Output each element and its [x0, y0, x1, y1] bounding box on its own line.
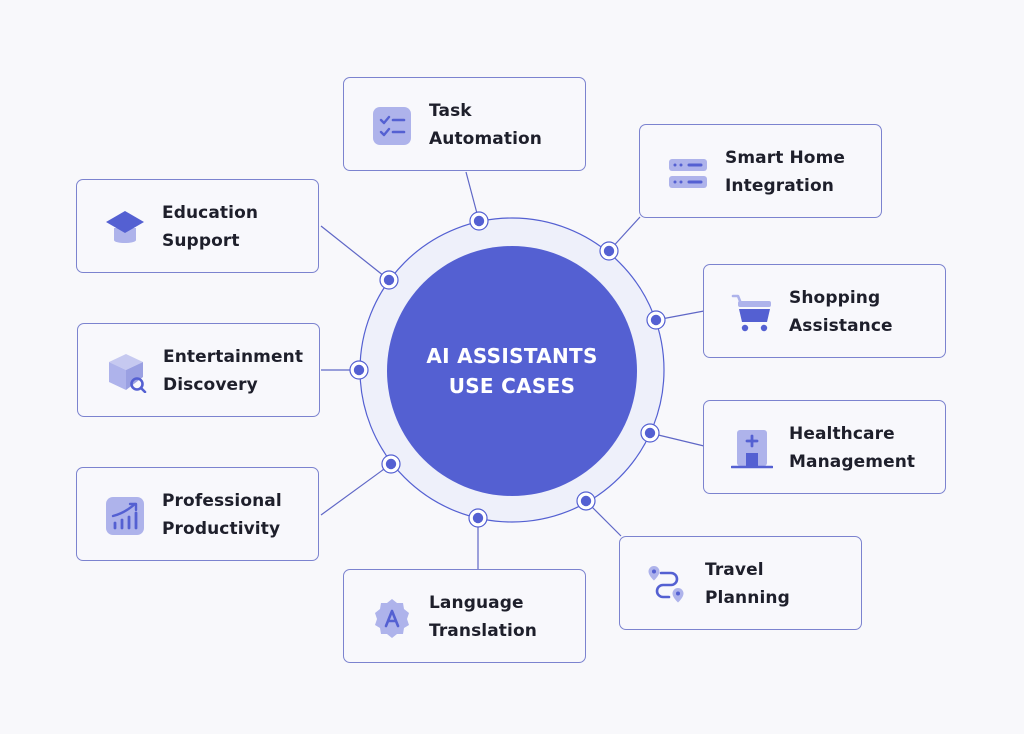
- connector-node-travel: [576, 491, 596, 511]
- hub-title-line-1: AI ASSISTANTS: [426, 344, 598, 368]
- connector-node-task-automation: [469, 211, 489, 231]
- card-label-line-1: Professional: [162, 491, 282, 511]
- card-label-line-2: Integration: [725, 176, 834, 196]
- card-label: Entertainment Discovery: [163, 343, 303, 399]
- connector-node-healthcare: [640, 423, 660, 443]
- card-label: Education Support: [162, 199, 258, 255]
- connector-node-smart-home: [599, 241, 619, 261]
- card-education-support: Education Support: [76, 179, 319, 273]
- card-label-line-2: Planning: [705, 588, 790, 608]
- card-label: Language Translation: [429, 589, 537, 645]
- connector-node-language: [468, 508, 488, 528]
- card-healthcare-management: Healthcare Management: [703, 400, 946, 494]
- card-label: Smart Home Integration: [725, 144, 845, 200]
- card-label-line-1: Healthcare: [789, 424, 895, 444]
- box-search-icon: [105, 351, 147, 393]
- connector-node-shopping: [646, 310, 666, 330]
- card-language-translation: Language Translation: [343, 569, 586, 663]
- card-label: Task Automation: [429, 97, 542, 153]
- card-label-line-1: Language: [429, 593, 524, 613]
- card-label-line-1: Shopping: [789, 288, 881, 308]
- card-label-line-2: Discovery: [163, 375, 258, 395]
- card-label: Healthcare Management: [789, 420, 915, 476]
- card-label-line-2: Management: [789, 452, 916, 472]
- growth-chart-icon: [104, 495, 146, 537]
- card-professional-productivity: Professional Productivity: [76, 467, 319, 561]
- server-toggles-icon: [667, 152, 709, 194]
- card-smart-home-integration: Smart Home Integration: [639, 124, 882, 218]
- card-travel-planning: Travel Planning: [619, 536, 862, 630]
- shopping-cart-icon: [731, 292, 773, 334]
- card-label-line-2: Assistance: [789, 316, 893, 336]
- card-label-line-1: Entertainment: [163, 347, 304, 367]
- connector-line-education: [320, 225, 390, 281]
- card-label-line-1: Task: [429, 101, 472, 121]
- hub-circle: AI ASSISTANTS USE CASES: [387, 246, 637, 496]
- card-task-automation: Task Automation: [343, 77, 586, 171]
- translate-badge-icon: [371, 597, 413, 639]
- route-pins-icon: [647, 564, 689, 606]
- connector-line-productivity: [320, 463, 392, 516]
- checklist-icon: [371, 105, 413, 147]
- card-label-line-1: Smart Home: [725, 148, 846, 168]
- hub-title-line-2: USE CASES: [448, 374, 576, 398]
- card-label: Travel Planning: [705, 556, 790, 612]
- graduation-cap-icon: [104, 207, 146, 249]
- card-label: Shopping Assistance: [789, 284, 893, 340]
- card-label-line-2: Translation: [429, 621, 537, 641]
- connector-node-productivity: [381, 454, 401, 474]
- card-label: Professional Productivity: [162, 487, 282, 543]
- card-label-line-1: Education: [162, 203, 259, 223]
- card-label-line-2: Support: [162, 231, 240, 251]
- connector-node-education: [379, 270, 399, 290]
- card-label-line-2: Productivity: [162, 519, 281, 539]
- hospital-icon: [731, 428, 773, 470]
- connector-node-entertainment: [349, 360, 369, 380]
- card-shopping-assistance: Shopping Assistance: [703, 264, 946, 358]
- card-label-line-1: Travel: [705, 560, 764, 580]
- card-label-line-2: Automation: [429, 129, 542, 149]
- card-entertainment-discovery: Entertainment Discovery: [77, 323, 320, 417]
